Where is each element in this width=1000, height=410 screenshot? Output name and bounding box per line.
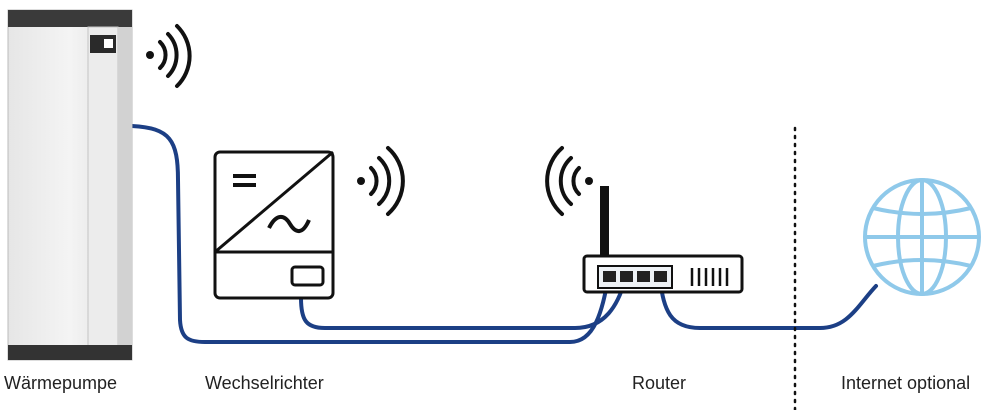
cable-inverter-router xyxy=(299,278,627,330)
heat-pump-icon xyxy=(7,9,133,361)
globe-icon xyxy=(863,178,981,296)
internet-label: Internet optional xyxy=(841,373,971,393)
wifi-signal-icon xyxy=(357,146,405,216)
heat-pump-label: Wärmepumpe xyxy=(4,373,118,393)
cable-router-internet xyxy=(658,278,878,330)
router-icon xyxy=(582,186,744,294)
wifi-signal-icon xyxy=(545,146,593,216)
wifi-signal-icon xyxy=(146,24,192,88)
inverter-label: Wechselrichter xyxy=(205,373,324,393)
cable-heatpump-router xyxy=(130,124,610,344)
inverter-icon xyxy=(213,150,335,300)
cables xyxy=(130,124,878,344)
router-label: Router xyxy=(632,373,687,393)
